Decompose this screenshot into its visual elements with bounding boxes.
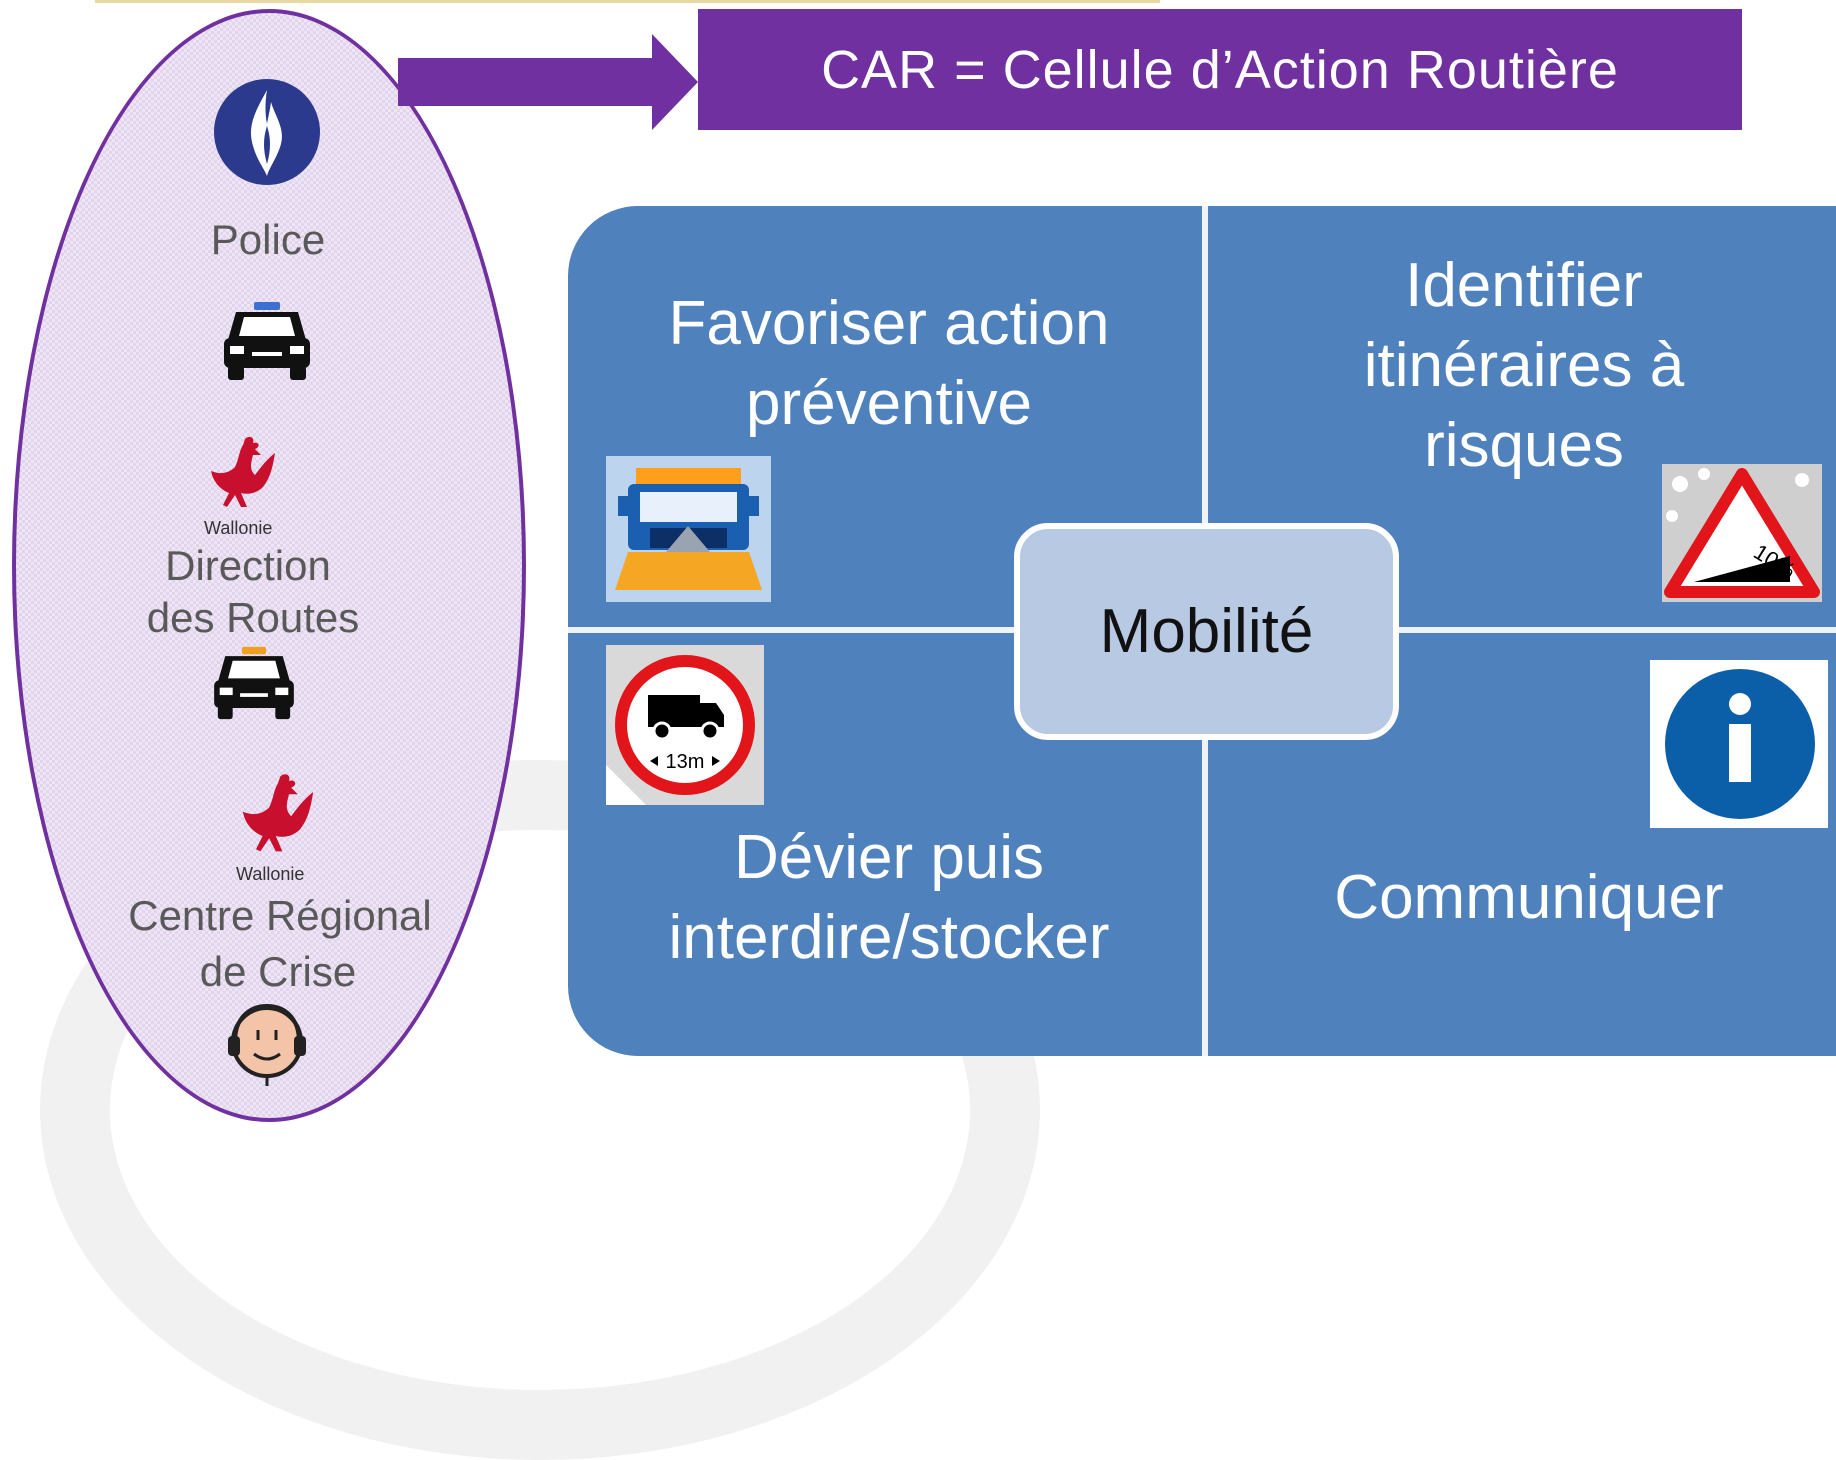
actors-ellipse [12,9,526,1122]
quadrant-text-line: Identifier [1405,251,1643,320]
info-sign-icon [1650,660,1828,828]
wallonie-rooster-logo-2 [242,774,314,852]
truck-length-text: 13m [666,751,705,773]
slope-warning-sign-icon: 10% [1662,464,1822,602]
quadrant-top-right-text: Identifier itinéraires à risques [1244,246,1804,486]
police-car-icon [224,302,310,380]
police-label: Police [210,216,326,263]
center-label: Mobilité [1099,597,1314,666]
quadrant-text-line: itinéraires à [1363,331,1685,400]
operator-headset-icon [228,1003,306,1086]
centre-label-line1: Centre Régional [128,892,432,939]
right-arrow-icon [398,34,698,130]
wallonie-label-1: Wallonie [204,518,273,538]
quadrant-text-line: Favoriser action [668,289,1110,358]
direction-label-line2: des Routes [146,594,360,641]
quadrant-text-line: Communiquer [1334,863,1724,932]
quadrant-bottom-right-text: Communiquer [1244,858,1814,938]
quadrant-top-left-text: Favoriser action préventive [604,284,1174,444]
truck-length-restriction-sign-icon: 13m [606,645,764,805]
wallonie-rooster-logo-1 [211,436,275,507]
snowplow-icon [606,456,771,602]
direction-label-line1: Direction [165,542,331,589]
police-logo-icon [214,79,320,185]
banner-title: CAR = Cellule d’Action Routière [821,39,1619,100]
centre-label-line2: de Crise [199,948,357,995]
wallonie-label-2: Wallonie [236,864,305,884]
quadrant-text-line: Dévier puis [733,823,1045,892]
road-service-car-icon [214,646,294,720]
top-accent-line [95,0,1160,3]
mobility-center-box: Mobilité [1014,523,1399,740]
car-title-banner: CAR = Cellule d’Action Routière [698,9,1742,130]
quadrant-text-line: interdire/stocker [668,903,1110,972]
quadrant-bottom-left-text: Dévier puis interdire/stocker [604,818,1174,978]
quadrant-text-line: risques [1424,411,1624,480]
quadrant-text-line: préventive [745,369,1033,438]
